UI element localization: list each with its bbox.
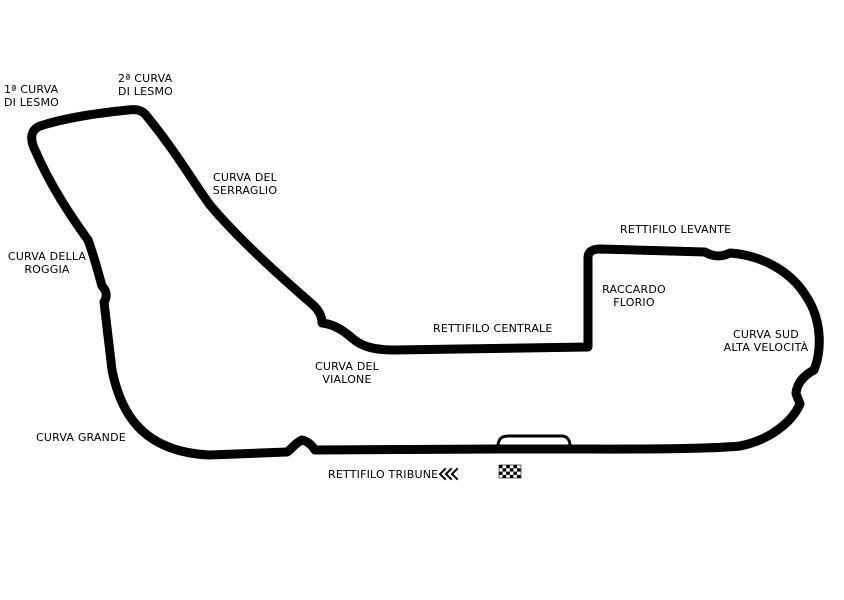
label-curva-roggia: CURVA DELLA ROGGIA: [2, 250, 92, 276]
label-curva-vialone: CURVA DEL VIALONE: [308, 360, 386, 386]
label-line: RACCARDO: [602, 283, 666, 296]
label-line: 2ª CURVA: [118, 72, 173, 85]
label-line: ROGGIA: [24, 263, 70, 276]
checkered-flag-icon: [498, 464, 522, 479]
label-line: CURVA DEL: [315, 360, 379, 373]
label-line: DI LESMO: [4, 96, 60, 109]
label-curva-1-lesmo: 1ª CURVA DI LESMO: [4, 83, 59, 109]
label-line: CURVA SUD: [733, 328, 799, 341]
track-outline: [27, 105, 824, 460]
pit-lane: [496, 434, 572, 448]
label-raccordo-florio: RACCARDO FLORIO: [594, 283, 674, 309]
label-line: SERRAGLIO: [212, 184, 278, 197]
label-line: CURVA DEL: [213, 171, 277, 184]
label-rettifilo-tribune: RETTIFILO TRIBUNE: [328, 468, 439, 481]
label-rettifilo-levante: RETTIFILO LEVANTE: [620, 223, 732, 236]
label-line: 1ª CURVA: [4, 83, 59, 96]
label-rettifilo-centrale: RETTIFILO CENTRALE: [433, 322, 553, 335]
label-line: DI LESMO: [118, 85, 174, 98]
label-line: VIALONE: [322, 373, 372, 386]
label-line: ALTA VELOCITÀ: [723, 341, 809, 354]
label-curva-serraglio: CURVA DEL SERRAGLIO: [206, 171, 284, 197]
label-curva-sud: CURVA SUD ALTA VELOCITÀ: [718, 328, 814, 354]
label-curva-grande: CURVA GRANDE: [36, 431, 126, 444]
direction-arrows-icon: [438, 467, 459, 481]
label-curva-2-lesmo: 2ª CURVA DI LESMO: [118, 72, 173, 98]
label-line: FLORIO: [613, 296, 655, 309]
label-line: CURVA DELLA: [7, 250, 87, 263]
